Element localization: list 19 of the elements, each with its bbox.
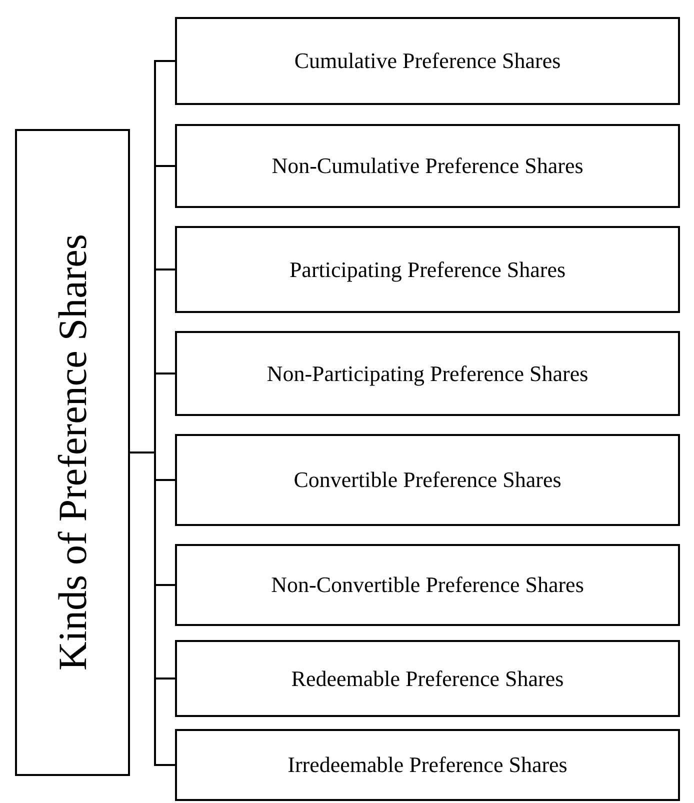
type-box: [175, 434, 680, 526]
box-label: Non-Participating Preference Shares: [266, 360, 588, 386]
box-label: Cumulative Preference Shares: [294, 48, 561, 74]
box-label: Participating Preference Shares: [289, 256, 566, 282]
type-box: [175, 17, 680, 105]
type-box: [175, 544, 680, 626]
type-box: [175, 124, 680, 208]
box-label: Non-Cumulative Preference Shares: [272, 153, 584, 179]
type-box: [175, 729, 680, 801]
box-label: Non-Convertible Preference Shares: [271, 572, 584, 598]
box-label: Convertible Preference Shares: [294, 467, 562, 493]
box-label: Kinds of Preference Shares: [50, 234, 96, 671]
box-label: Irredeemable Preference Shares: [288, 752, 568, 778]
category-box: [15, 129, 130, 776]
type-box: [175, 640, 680, 717]
type-box: [175, 226, 680, 313]
box-label: Redeemable Preference Shares: [291, 666, 564, 692]
type-box: [175, 331, 680, 416]
connector-line: [130, 452, 175, 766]
